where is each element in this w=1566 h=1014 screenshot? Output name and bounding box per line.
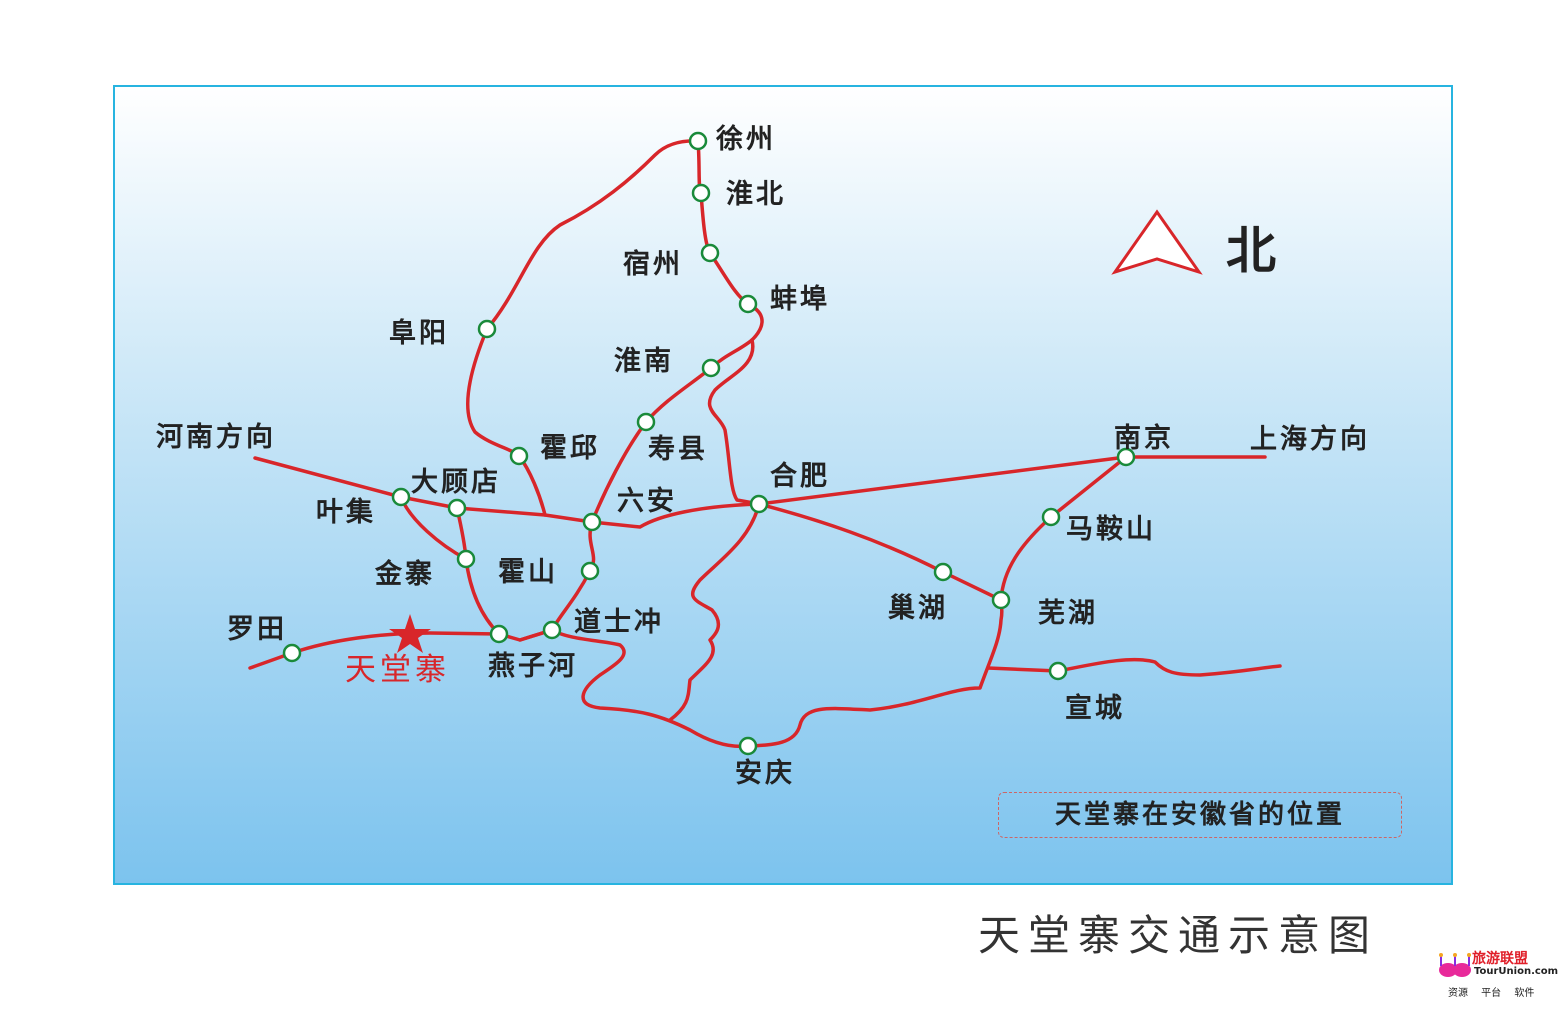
star-icon (389, 614, 431, 653)
station-bengbu (738, 294, 758, 314)
label-huaibei: 淮北 (726, 179, 786, 210)
label-xuancheng: 宣城 (1065, 692, 1125, 724)
station-yeji (391, 487, 411, 507)
label-tiantangzhai: 天堂寨 (345, 652, 450, 688)
label-daoshichong: 道士冲 (574, 606, 664, 638)
label-chaohu: 巢湖 (888, 593, 948, 624)
station-huainan (701, 358, 721, 378)
station-chaohu (933, 562, 953, 582)
label-nanjing: 南京 (1114, 422, 1174, 454)
logo-mascot-icon (1439, 953, 1471, 977)
label-anqing: 安庆 (735, 757, 795, 789)
station-xuancheng (1048, 661, 1068, 681)
label-liuan: 六安 (617, 486, 677, 517)
station-liuan (582, 512, 602, 532)
station-huaibei (691, 183, 711, 203)
label-huainan: 淮南 (614, 346, 674, 377)
road-xuancheng (986, 657, 1282, 677)
road-luotian-xuancheng (248, 598, 1004, 749)
station-maanshan (1041, 507, 1061, 527)
station-shouxian (636, 412, 656, 432)
station-daguidian (447, 498, 467, 518)
label-fuyang: 阜阳 (389, 318, 449, 349)
station-jinzhai (456, 549, 476, 569)
label-maanshan: 马鞍山 (1066, 513, 1156, 545)
label-daguidian: 大顾店 (411, 467, 501, 498)
station-labels: 徐州 淮北 宿州 蚌埠 阜阳 淮南 寿县 霍邱 大顾店 叶集 六安 合肥 金寨 … (156, 123, 1370, 789)
stations (282, 131, 1136, 756)
label-wuhu: 芜湖 (1038, 598, 1098, 629)
station-nanjing (1116, 447, 1136, 467)
station-xuzhou (688, 131, 708, 151)
page-title: 天堂寨交通示意图 (978, 911, 1379, 960)
station-yanzihe (489, 624, 509, 644)
label-xuzhou: 徐州 (715, 123, 776, 155)
label-huoshan: 霍山 (498, 557, 558, 588)
label-henan-direction: 河南方向 (156, 421, 276, 453)
map-frame (113, 85, 1453, 885)
north-arrow: 北 (1111, 209, 1276, 280)
label-hefei: 合肥 (770, 460, 830, 492)
logo-name: 旅游联盟 (1472, 951, 1528, 967)
north-arrow-icon (1111, 209, 1203, 275)
station-daoshichong (542, 620, 562, 640)
road-bengbu-hefei (707, 338, 761, 506)
station-huoshan (580, 561, 600, 581)
label-huoqiu: 霍邱 (540, 433, 600, 464)
station-wuhu (991, 590, 1011, 610)
label-bengbu: 蚌埠 (770, 283, 830, 315)
station-suzhou (700, 243, 720, 263)
tourunion-logo: 旅游联盟 TourUnion.com 资源 平台 软件 (1436, 948, 1562, 1008)
label-suzhou: 宿州 (623, 248, 683, 280)
station-fuyang (477, 319, 497, 339)
road-hefei-anqing (668, 502, 761, 722)
logo-site: TourUnion.com (1474, 966, 1559, 977)
map-caption: 天堂寨在安徽省的位置 (998, 792, 1402, 838)
label-luotian: 罗田 (227, 614, 287, 645)
station-huoqiu (509, 446, 529, 466)
station-hefei (749, 494, 769, 514)
station-luotian (282, 643, 302, 663)
label-shouxian: 寿县 (648, 434, 708, 465)
logo-tagline: 资源 平台 软件 (1448, 988, 1535, 999)
station-anqing (738, 736, 758, 756)
label-yeji: 叶集 (316, 496, 376, 528)
label-jinzhai: 金寨 (374, 558, 435, 590)
label-shanghai-direction: 上海方向 (1250, 423, 1370, 455)
label-yanzihe: 燕子河 (488, 651, 578, 682)
north-label: 北 (1226, 222, 1276, 280)
